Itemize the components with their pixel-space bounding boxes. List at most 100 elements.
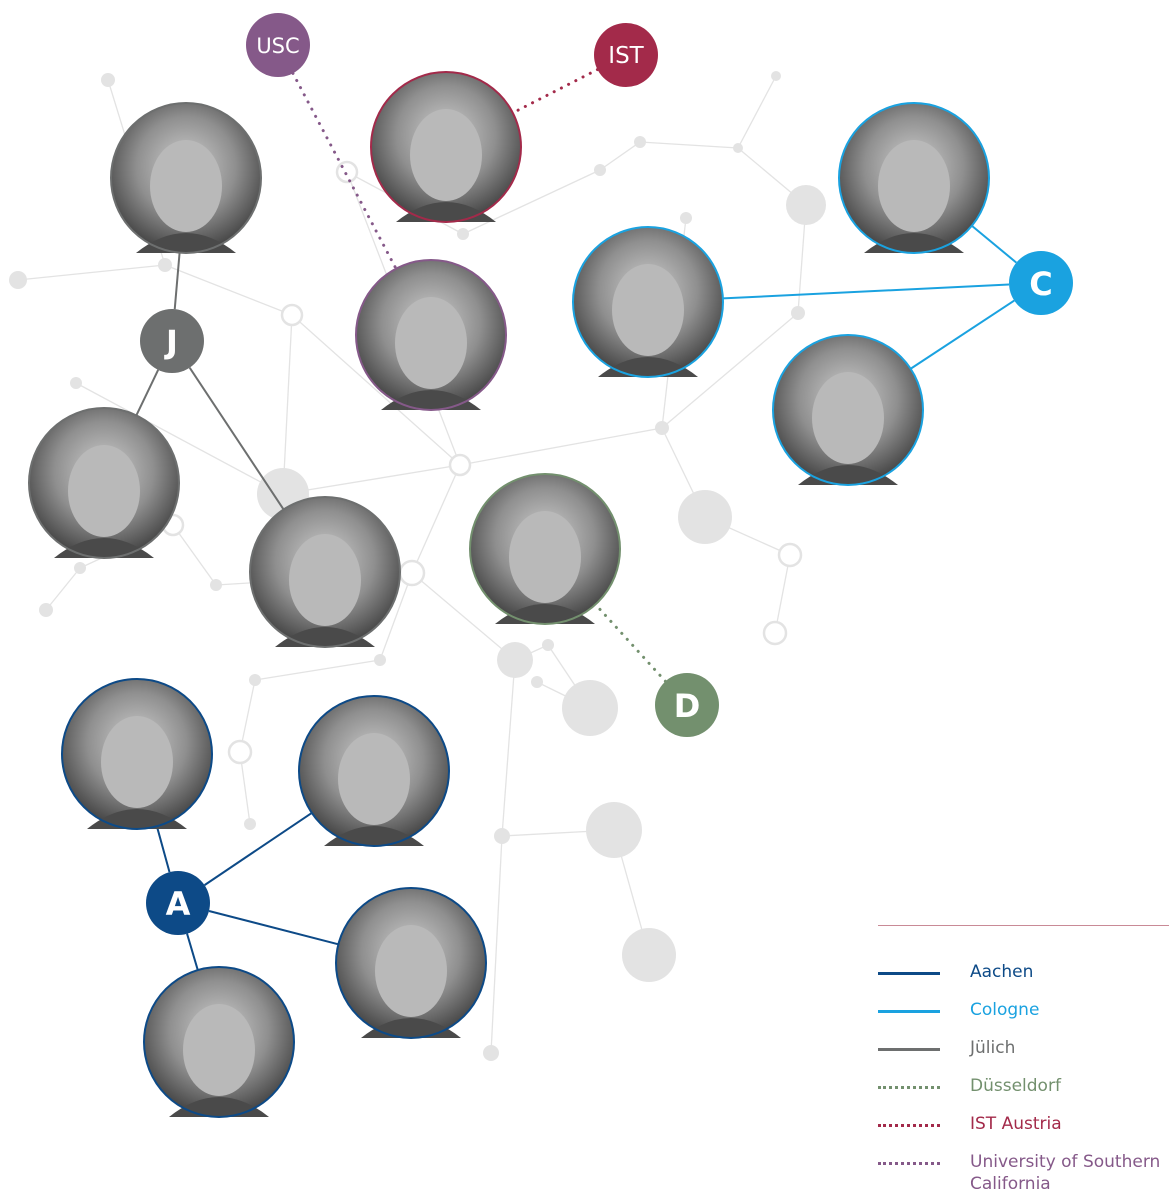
background-edge [462,169,601,235]
face-shape [612,264,684,356]
background-node [678,490,732,544]
legend-item-ist: IST Austria [878,1111,1169,1141]
face-shape [509,511,581,603]
background-node [70,377,82,389]
background-edge [599,141,641,171]
link-c-c1 [971,225,1017,264]
background-edge [379,572,413,661]
affiliation-links [135,68,1017,971]
man-curly-hair-glasses-photo [370,71,522,223]
man-glasses-curly-photo [335,887,487,1039]
background-edge [639,141,739,149]
man-glasses-chalkboard-photo [572,226,724,378]
background-node [448,453,472,477]
background-node [542,639,554,651]
background-node [244,818,256,830]
hub-usc: USC [246,13,310,77]
legend-label-cologne: Cologne [970,1000,1040,1020]
hub-ist: IST [594,23,658,87]
background-node [9,271,27,289]
background-node [594,164,606,176]
face-shape [812,372,884,464]
legend-swatch-cologne [878,1010,940,1013]
background-edge [75,382,284,495]
man-beard-photo [61,678,213,830]
woman-glasses-photo [355,259,507,411]
portrait-border [249,496,401,648]
portrait-border [772,334,924,486]
background-node [655,421,669,435]
hub-label: A [166,885,191,923]
legend-label-aachen: Aachen [970,962,1034,982]
man-glasses-beard-photo [143,966,295,1118]
legend-swatch-juelich [878,1048,940,1051]
background-node [101,73,115,87]
man-short-hair-photo [298,695,450,847]
background-node [74,562,86,574]
portrait-border [355,259,507,411]
portrait-border [370,71,522,223]
portrait-border [110,102,262,254]
hub-label: C [1029,265,1052,303]
hub-label: IST [608,43,644,69]
legend-item-usc: University of Southern California [878,1149,1169,1194]
hub-circle [655,673,719,737]
background-node [158,258,172,272]
portrait-border [61,678,213,830]
face-shape [289,534,361,626]
portrait-border [838,102,990,254]
background-node [497,642,533,678]
background-node [210,579,222,591]
face-shape [101,716,173,808]
background-node [762,620,788,646]
portrait-border [335,887,487,1039]
background-node [374,654,386,666]
hub-a: A [146,871,210,935]
background-node [494,828,510,844]
link-ist-i1 [511,68,600,115]
background-node [280,303,304,327]
link-j-j2 [135,369,160,416]
background-node [733,143,743,153]
hub-label: USC [256,34,299,58]
face-shape [878,140,950,232]
hub-j: J [140,309,204,373]
portrait-border [469,473,621,625]
background-node [562,680,618,736]
background-node [39,603,53,617]
legend-label-duesseldorf: Düsseldorf [970,1076,1061,1096]
man-glasses-smiling-photo [249,496,401,648]
background-node [249,674,261,686]
face-shape [338,733,410,825]
hub-c: C [1009,251,1073,315]
researcher-portraits [28,71,990,1118]
background-node [531,676,543,688]
face-shape [68,445,140,537]
background-edge [774,554,791,634]
link-j-j1 [173,252,181,310]
background-node [227,739,253,765]
background-node [483,1045,499,1061]
man-glasses-suit-photo [28,407,180,559]
background-node [335,160,359,184]
background-node [586,802,642,858]
face-shape [395,297,467,389]
background-edge [291,314,461,466]
background-edge [411,464,461,574]
legend-swatch-usc [878,1162,940,1165]
background-edge [254,659,381,681]
hub-circle [140,309,204,373]
man-smiling-photo [469,473,621,625]
background-node [771,71,781,81]
link-a-a2 [203,812,313,886]
background-node [786,185,826,225]
background-node [680,212,692,224]
link-c-c2 [722,283,1010,300]
link-a-a1 [155,826,171,873]
background-edge [17,264,166,281]
background-edge [490,835,503,1054]
hub-circle [146,871,210,935]
background-edge [239,679,256,753]
legend-swatch-ist [878,1124,940,1127]
